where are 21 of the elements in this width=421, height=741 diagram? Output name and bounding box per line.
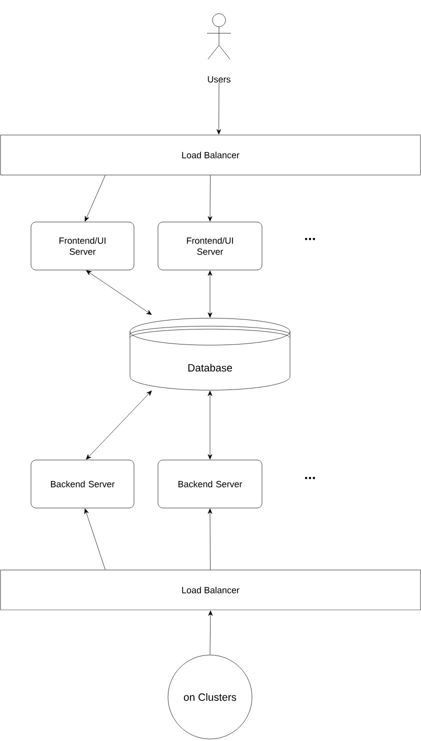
arrow (86, 270, 152, 315)
arrow (208, 390, 212, 460)
server-box: Frontend/UI Server (30, 222, 134, 270)
arrow (208, 270, 212, 318)
arrow (84, 508, 106, 570)
server-box: Backend Server (158, 460, 262, 508)
server-box: Backend Server (30, 460, 134, 508)
node-label: Users (208, 76, 230, 82)
load-balancer-box: Load Balancer (0, 570, 421, 610)
arrow (84, 175, 106, 222)
arrow (216, 82, 222, 134)
ellipsis-label: ... (305, 476, 315, 480)
server-box: Frontend/UI Server (158, 222, 262, 270)
user-figure: Users (206, 14, 232, 82)
arrow (86, 390, 152, 460)
arrow (208, 610, 213, 655)
arrow (208, 508, 212, 570)
load-balancer-box: Load Balancer (0, 134, 421, 176)
ellipsis-label: ... (305, 238, 315, 240)
database-cylinder: Database (130, 318, 290, 390)
arrow (208, 175, 212, 222)
